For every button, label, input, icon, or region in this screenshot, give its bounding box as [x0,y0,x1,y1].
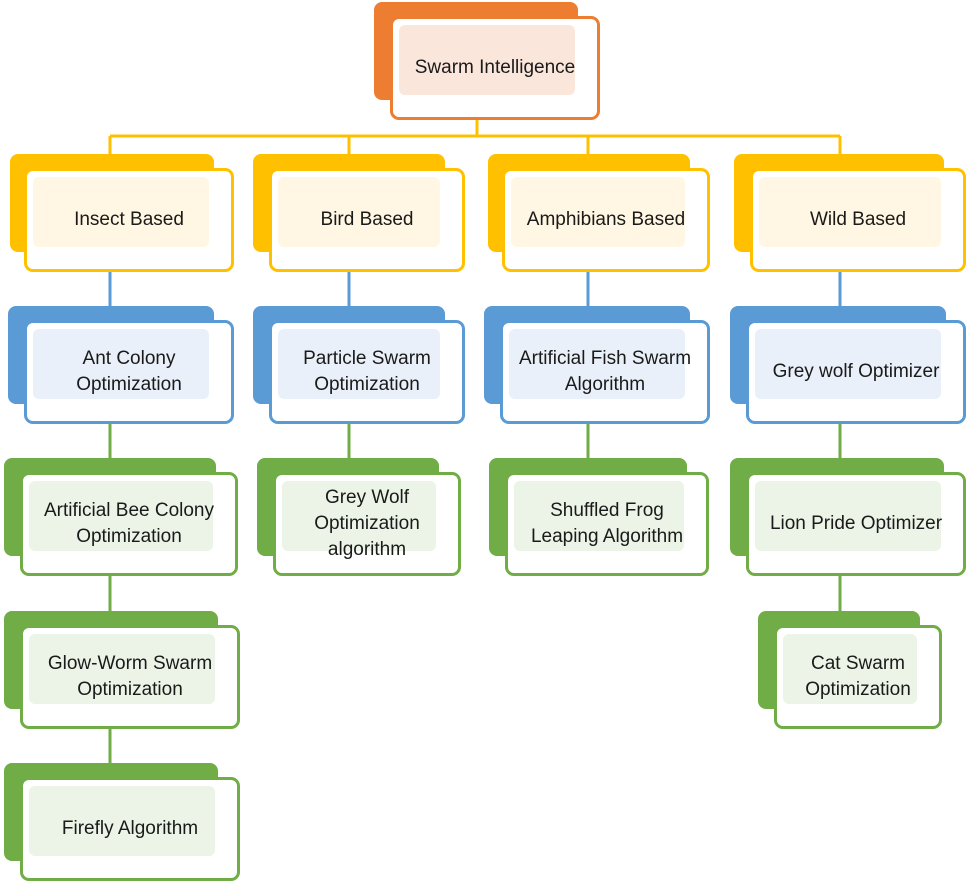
item-node-grey-wolf-optimizer: Grey wolf Optimizer [730,306,968,426]
category-node-amphibians: Amphibians Based [488,154,710,274]
item-label: Firefly Algorithm [61,818,199,839]
category-label: Insect Based [74,209,184,230]
item-label: Cat Swarm Optimization [805,653,911,700]
item-node-particle-swarm: Particle Swarm Optimization [253,306,467,426]
item-label: Artificial Fish Swarm Algorithm [518,348,692,395]
item-node-ant-colony: Ant Colony Optimization [8,306,236,426]
item-node-glow-worm: Glow-Worm Swarm Optimization [4,611,240,731]
item-node-artificial-fish: Artificial Fish Swarm Algorithm [484,306,712,426]
category-node-bird: Bird Based [253,154,465,274]
item-node-lion-pride: Lion Pride Optimizer [730,458,966,578]
category-label: Bird Based [320,209,414,230]
item-label: Grey Wolf Optimization algorithm [314,487,420,560]
category-label: Wild Based [809,209,907,230]
item-label: Lion Pride Optimizer [769,513,943,534]
category-node-wild: Wild Based [734,154,966,274]
item-label: Ant Colony Optimization [76,348,182,395]
item-label: Glow-Worm Swarm Optimization [47,653,213,700]
item-label: Grey wolf Optimizer [772,361,940,382]
category-node-insect: Insect Based [10,154,236,274]
item-label: Particle Swarm Optimization [303,348,431,395]
item-node-grey-wolf-algorithm: Grey Wolf Optimization algorithm [257,458,461,578]
root-label: Swarm Intelligence [414,57,576,78]
item-label: Shuffled Frog Leaping Algorithm [530,500,684,547]
item-node-cat-swarm: Cat Swarm Optimization [758,611,942,731]
item-node-shuffled-frog: Shuffled Frog Leaping Algorithm [489,458,709,578]
category-label: Amphibians Based [526,209,686,230]
item-node-firefly: Firefly Algorithm [4,763,240,883]
item-label: Artificial Bee Colony Optimization [43,500,215,547]
item-node-artificial-bee-colony: Artificial Bee Colony Optimization [4,458,238,578]
root-node: Swarm Intelligence [374,2,602,122]
